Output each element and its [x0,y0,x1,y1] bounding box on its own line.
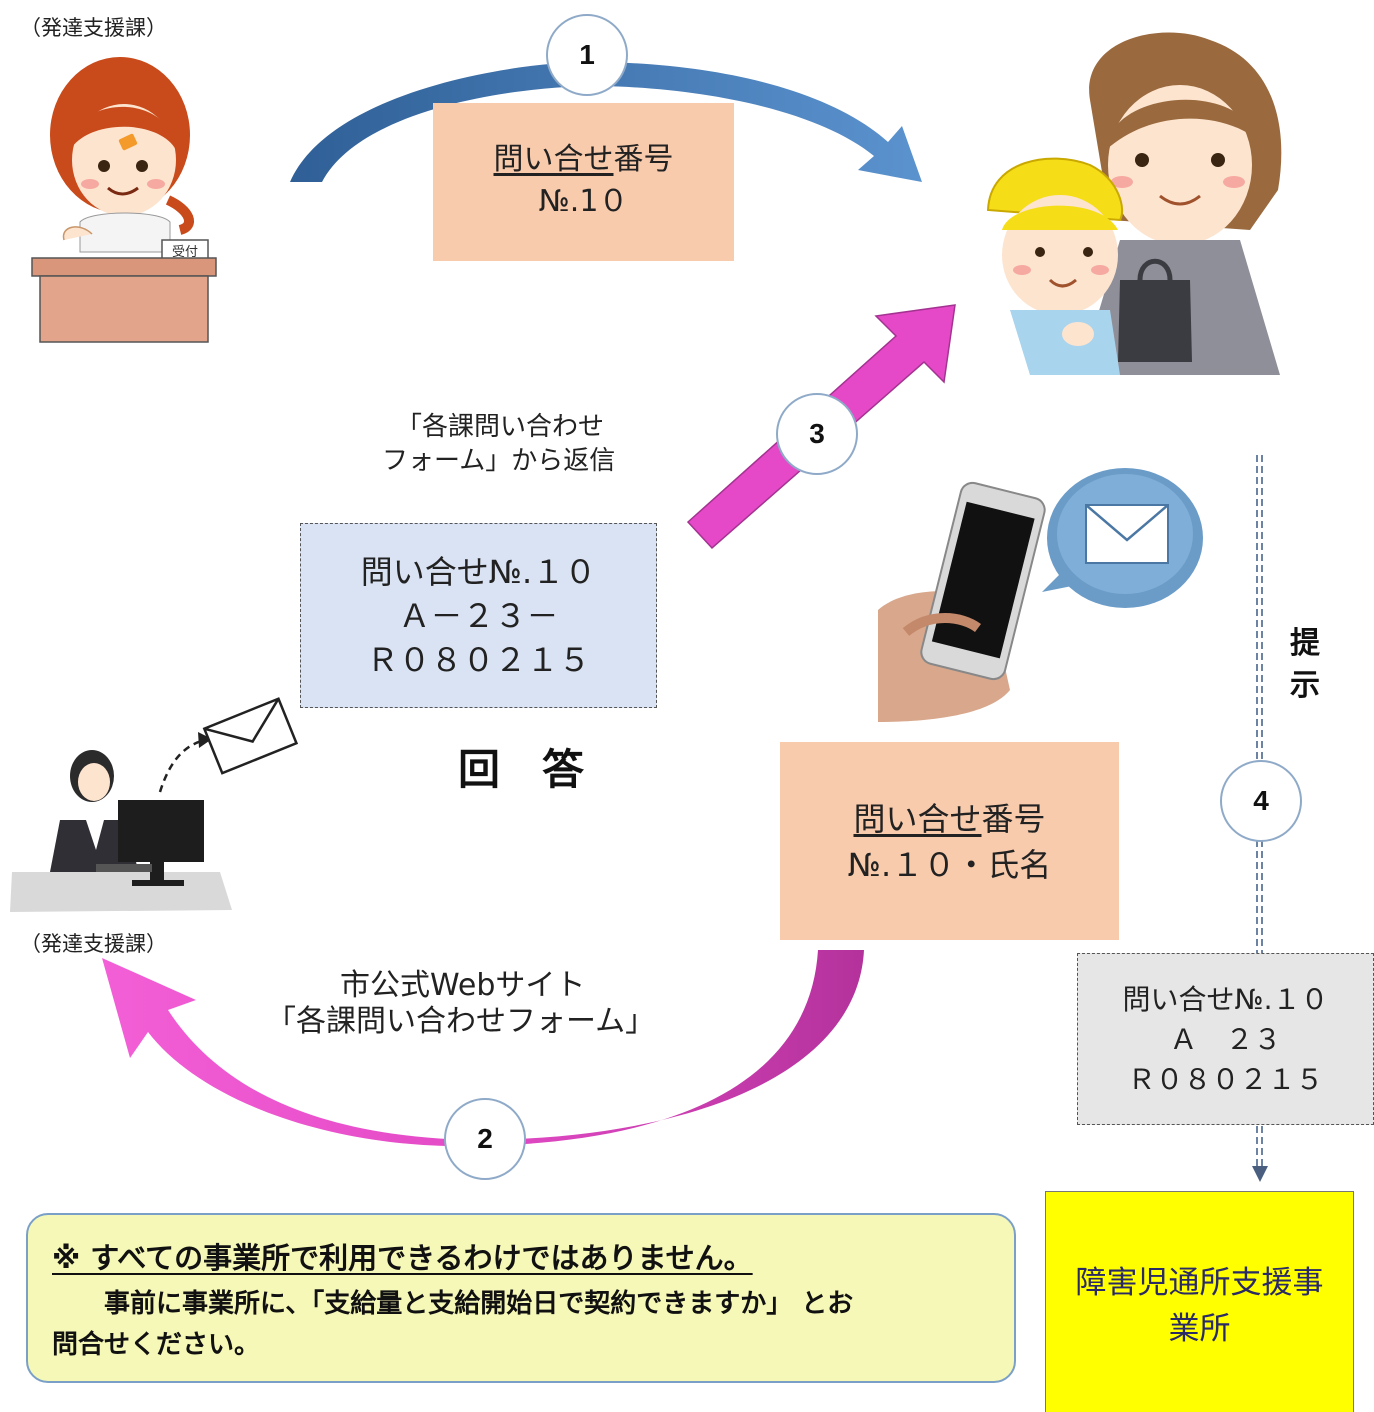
inquiry-number-heading: 問い合せ番号 [433,139,734,181]
inquiry-number-name-heading: 問い合せ番号 [780,796,1119,842]
reply-code-line: Ａ－２３－ [398,597,559,635]
parent-child-icon [986,32,1282,375]
present-date-code: Ｒ０８０２１５ [1127,1063,1324,1096]
notice-body-line1: 事前に事業所に、「支給量と支給開始日で契約できますか」 とお [52,1289,854,1319]
step-circle-3: 3 [776,393,858,475]
step-circle-1: 1 [546,14,628,96]
inquiry-number-name-box: 問い合せ番号 №.１０・氏名 [780,742,1119,940]
inquiry-label-rest: 番号 [613,142,674,177]
reply-date-code: Ｒ０８０２１５ [366,641,591,679]
envelope-icon [202,697,299,775]
reply-via-caption-line1: 「各課問い合わせ [396,412,605,442]
reply-via-caption-line2: フォーム」から返信 [382,446,616,476]
present-content-box: 問い合せ№.１０ Ａ ２３ Ｒ０８０２１５ [1077,953,1374,1125]
answer-label: 回 答 [458,745,585,794]
support-office-box: 障害児通所支援事 業所 [1045,1191,1354,1412]
website-caption-line1: 市公式Webサイト [340,968,586,1003]
present-label-1: 提 [1290,626,1320,661]
notice-body-line2: 問合せください。 [52,1330,261,1360]
mail-send-arrowhead [198,732,212,748]
inquiry-number-name-value: №.１０・氏名 [847,846,1052,884]
dept-label-top: （発達支援課） [20,16,167,40]
dept-label-bottom: （発達支援課） [20,932,167,956]
inquiry-number-box-top: 問い合せ番号 №.1０ [433,103,734,261]
inquiry-name-label-underlined: 問い合せ [853,800,982,838]
smartphone-icon [878,478,1068,723]
notice-box: ※ すべての事業所で利用できるわけではありません。 事前に事業所に、「支給量と支… [26,1213,1016,1383]
reply-content-box: 問い合せ№.１０ Ａ－２３－ Ｒ０８０２１５ [300,523,657,708]
office-worker-icon [10,750,232,912]
inquiry-number-value: №.1０ [538,184,629,219]
arrow-step-4-head [1252,1166,1268,1182]
present-inquiry-number: 問い合せ№.１０ [1122,983,1329,1016]
reply-inquiry-number: 問い合せ№.１０ [360,553,597,591]
step-circle-4: 4 [1220,760,1302,842]
mail-send-dashed-arrow [158,738,206,793]
receptionist-icon: 受付 [31,57,217,343]
support-office-line1: 障害児通所支援事 [1075,1265,1324,1301]
inquiry-label-underlined: 問い合せ [493,142,614,177]
notice-title: ※ すべての事業所で利用できるわけではありません。 [52,1241,753,1275]
arrow-step-1 [290,61,922,182]
present-label-2: 示 [1290,668,1320,703]
support-office-line2: 業所 [1168,1311,1231,1347]
website-caption-line2: 「各課問い合わせフォーム」 [266,1004,656,1039]
reception-sign-label: 受付 [172,245,198,260]
inquiry-name-label-rest: 番号 [981,800,1046,838]
present-code-line: Ａ ２３ [1169,1023,1282,1056]
mail-bubble-icon [1042,468,1203,608]
step-circle-2: 2 [444,1098,526,1180]
